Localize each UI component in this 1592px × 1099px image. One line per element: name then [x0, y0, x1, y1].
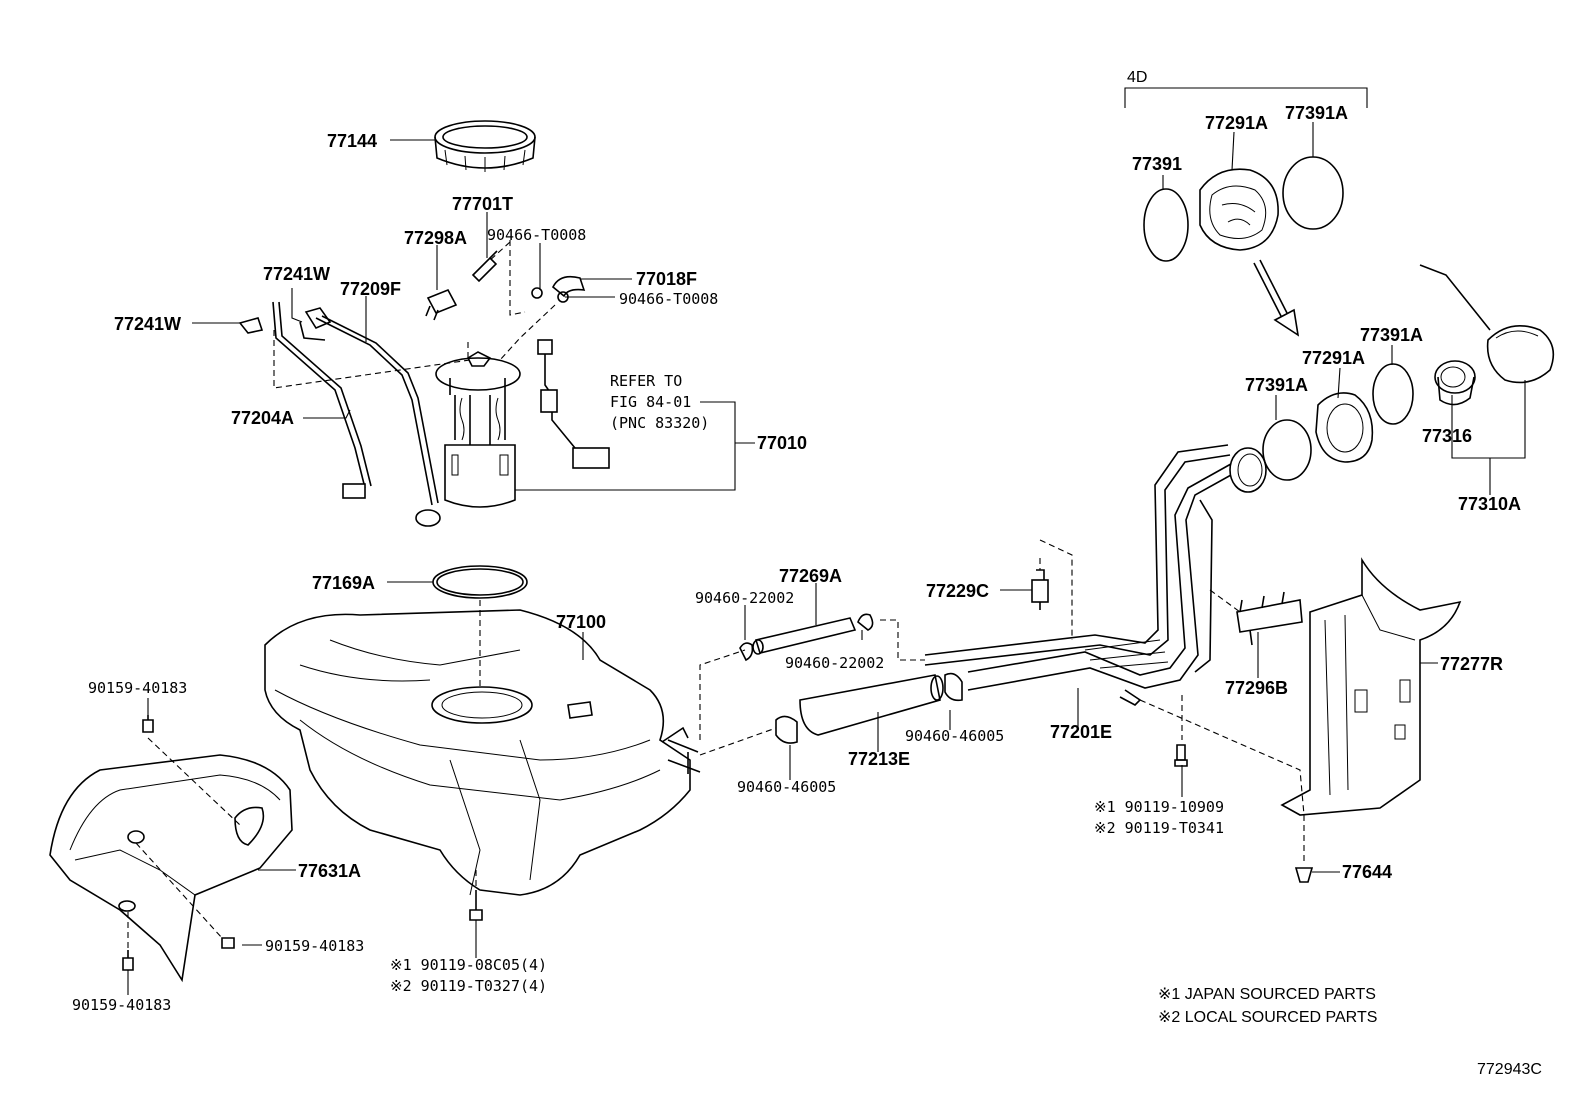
- label-77296B: 77296B: [1225, 678, 1288, 698]
- label-77241W-top: 77241W: [263, 264, 330, 284]
- hose-77213E: [775, 672, 963, 744]
- label-77631A: 77631A: [298, 861, 361, 881]
- filler-pipe-77201E: [924, 444, 1267, 706]
- leader-lines: [127, 122, 1526, 995]
- label-4D: 4D: [1127, 69, 1147, 86]
- part-77298A: [425, 288, 458, 321]
- dashed-lines: [127, 240, 1305, 950]
- label-90119-10909: ※1 90119-10909: [1094, 798, 1224, 816]
- label-refer-3: (PNC 83320): [610, 414, 709, 432]
- label-77229C: 77229C: [926, 581, 989, 601]
- label-90119-T0327: ※2 90119-T0327(4): [390, 977, 547, 995]
- label-refer-1: REFER TO: [610, 372, 682, 390]
- label-77269A: 77269A: [779, 566, 842, 586]
- label-90159-a: 90159-40183: [88, 679, 187, 697]
- label-77144: 77144: [327, 131, 377, 151]
- bolts-90159: [122, 715, 235, 971]
- fuel-tubes: [238, 301, 441, 527]
- note-local: ※2 LOCAL SOURCED PARTS: [1158, 1009, 1377, 1026]
- guard-77277R: [1280, 557, 1462, 816]
- gasket-77169A: [432, 565, 528, 599]
- insulator-77631A: [49, 754, 293, 983]
- figure-id: 772943C: [1477, 1061, 1542, 1078]
- label-77010: 77010: [757, 433, 807, 453]
- bracket-77296B: [1236, 591, 1303, 646]
- label-77391A-mid: 77391A: [1360, 325, 1423, 345]
- label-77298A: 77298A: [404, 228, 467, 248]
- lock-ring-77144: [434, 120, 536, 172]
- label-77201E: 77201E: [1050, 722, 1112, 742]
- filter-77701T: [471, 250, 498, 283]
- label-77291A-mid: 77291A: [1302, 348, 1365, 368]
- label-77241W-left: 77241W: [114, 314, 181, 334]
- label-77169A: 77169A: [312, 573, 375, 593]
- tank-bolt: [469, 870, 483, 921]
- fuel-pump-77010: [435, 339, 610, 508]
- note-japan: ※1 JAPAN SOURCED PARTS: [1158, 986, 1376, 1003]
- label-77213E: 77213E: [848, 749, 910, 769]
- label-90119-08C05: ※1 90119-08C05(4): [390, 956, 547, 974]
- label-77644: 77644: [1342, 862, 1392, 882]
- label-77701T: 77701T: [452, 194, 513, 214]
- hose-77269A: [739, 613, 874, 662]
- label-90119-T0341: ※2 90119-T0341: [1094, 819, 1224, 837]
- label-refer-2: FIG 84-01: [610, 393, 691, 411]
- label-77277R: 77277R: [1440, 654, 1503, 674]
- filler-assembly-4D: [1124, 87, 1555, 481]
- label-77391: 77391: [1132, 154, 1182, 174]
- label-90466-b: 90466-T0008: [619, 290, 718, 308]
- valve-77229C: [1031, 569, 1049, 610]
- label-77310A: 77310A: [1458, 494, 1521, 514]
- label-77291A-top: 77291A: [1205, 113, 1268, 133]
- label-77204A: 77204A: [231, 408, 294, 428]
- label-77316: 77316: [1422, 426, 1472, 446]
- label-90460-46005-a: 90460-46005: [905, 727, 1004, 745]
- label-77391A-low: 77391A: [1245, 375, 1308, 395]
- label-90460-22002-a: 90460-22002: [695, 589, 794, 607]
- fuel-tank-77100: [264, 609, 701, 896]
- label-77209F: 77209F: [340, 279, 401, 299]
- label-90466-a: 90466-T0008: [487, 226, 586, 244]
- clip-77644: [1294, 815, 1314, 883]
- label-77391A-top: 77391A: [1285, 103, 1348, 123]
- label-90460-46005-b: 90460-46005: [737, 778, 836, 796]
- label-90159-b: 90159-40183: [265, 937, 364, 955]
- labels: 77144 77701T 77298A 90466-T0008 77018F 9…: [72, 69, 1542, 1078]
- label-90460-22002-b: 90460-22002: [785, 654, 884, 672]
- label-77018F: 77018F: [636, 269, 697, 289]
- label-90159-c: 90159-40183: [72, 996, 171, 1014]
- label-77100: 77100: [556, 612, 606, 632]
- bolt-90119-10909: [1174, 744, 1188, 767]
